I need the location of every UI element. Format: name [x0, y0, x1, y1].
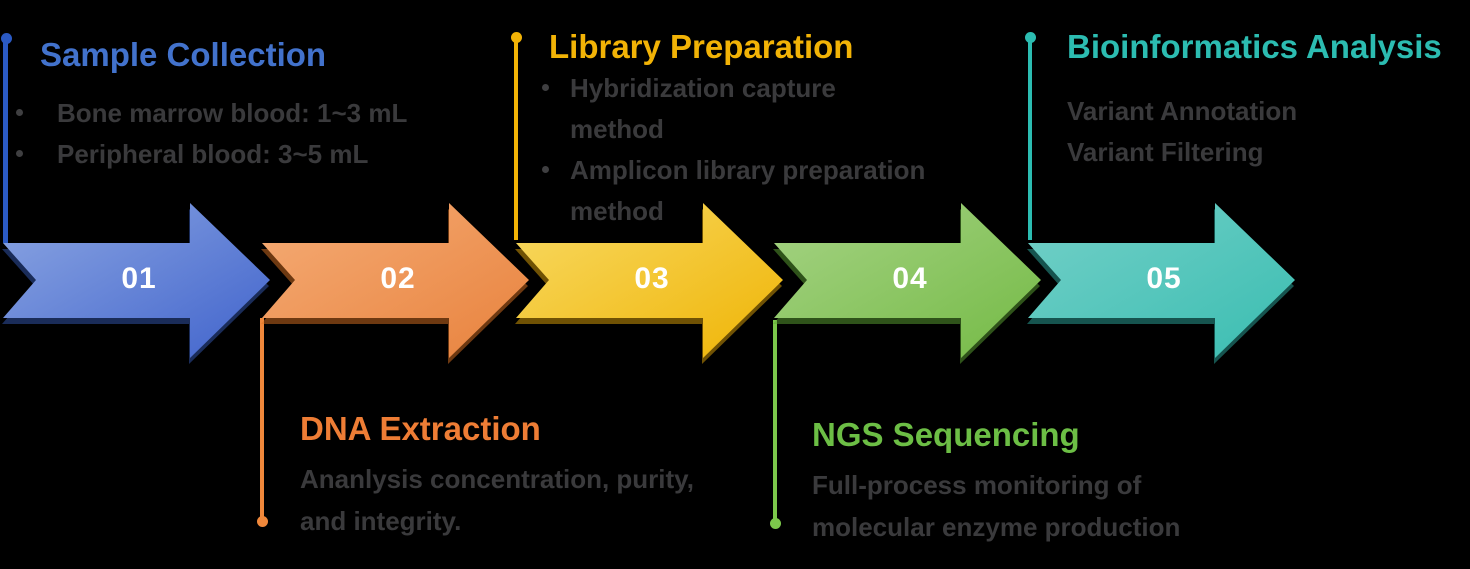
connector-dot-step4	[770, 518, 781, 529]
step1-bullet-list: Bone marrow blood: 1~3 mL Peripheral blo…	[12, 93, 407, 175]
connector-line-step2	[260, 318, 264, 518]
connector-dot-step2	[257, 516, 268, 527]
arrow-step5	[1027, 203, 1295, 364]
arrow-step1	[2, 203, 270, 364]
step3-bullet-1: Hybridization capture method	[538, 68, 925, 150]
arrow-step3-body	[516, 203, 783, 358]
connector-line-step4	[773, 320, 777, 520]
step3-bullet-2: Amplicon library preparation method	[538, 150, 925, 232]
step1-bullet-2: Peripheral blood: 3~5 mL	[12, 134, 407, 175]
step4-description: Full-process monitoring of molecular enz…	[812, 470, 1181, 542]
step3-title: Library Preparation	[549, 28, 854, 65]
step5-description: Variant Annotation Variant Filtering	[1067, 96, 1298, 167]
connector-line-step3	[514, 42, 518, 240]
arrow-step1-body	[3, 203, 270, 358]
arrow-step1-number: 01	[121, 262, 157, 295]
arrow-step5-body	[1028, 203, 1295, 358]
connector-line-step5	[1028, 42, 1032, 240]
step1-bullet-1: Bone marrow blood: 1~3 mL	[12, 93, 407, 134]
step2-title: DNA Extraction	[300, 410, 541, 447]
arrow-step2-number: 02	[380, 262, 416, 295]
arrow-step4-number: 04	[892, 262, 928, 295]
step5-title: Bioinformatics Analysis	[1067, 28, 1442, 65]
step4-title: NGS Sequencing	[812, 416, 1080, 453]
arrow-step5-number: 05	[1146, 262, 1182, 295]
step2-description: Ananlysis concentration, purity, and int…	[300, 464, 694, 536]
arrow-step3-number: 03	[634, 262, 670, 295]
arrow-step2-body	[262, 203, 529, 358]
connector-dot-step3	[511, 32, 522, 43]
step1-title: Sample Collection	[40, 36, 327, 73]
arrow-step2	[261, 203, 529, 364]
step3-bullet-list: Hybridization capture method Amplicon li…	[538, 68, 925, 232]
arrow-step4	[773, 203, 1041, 364]
connector-dot-step1	[1, 33, 12, 44]
connector-line-step1	[3, 40, 8, 243]
arrow-step4-body	[774, 203, 1041, 358]
arrow-step3	[515, 203, 783, 364]
connector-dot-step5	[1025, 32, 1036, 43]
